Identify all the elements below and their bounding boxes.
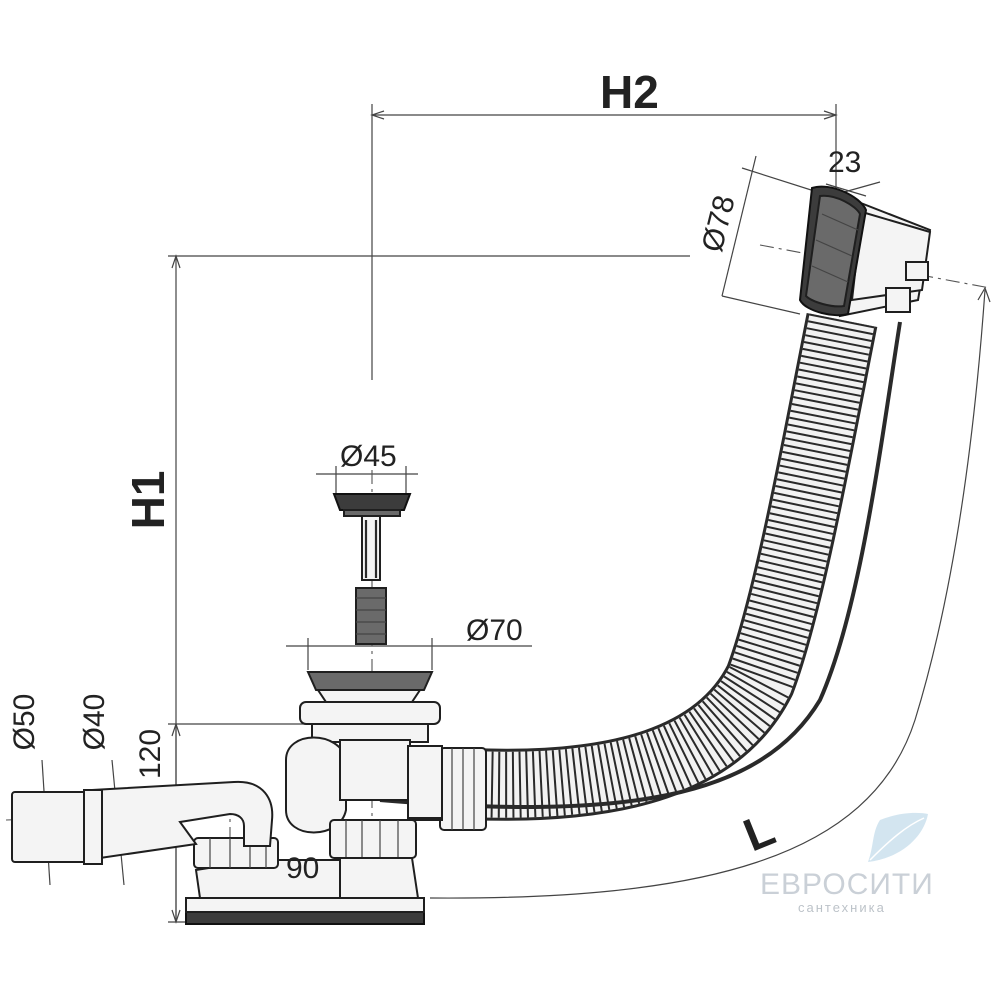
overflow-head (798, 185, 932, 318)
label-h2: H2 (600, 66, 659, 118)
label-w23: 23 (828, 146, 861, 179)
corrugated-hose (379, 312, 902, 821)
label-d40: Ø40 (78, 694, 111, 751)
label-d45: Ø45 (340, 440, 397, 473)
label-w90: 90 (286, 852, 319, 885)
label-l: L (736, 803, 782, 862)
outlet-elbow (11, 780, 274, 865)
watermark-sub: сантехника (798, 900, 886, 915)
watermark-brand: ЕВРОСИТИ (760, 868, 934, 901)
label-h120: 120 (134, 729, 167, 779)
dimension-labels: H2 H1 Ø78 23 Ø45 Ø70 Ø50 Ø40 120 90 L (8, 66, 861, 885)
watermark: ЕВРОСИТИ сантехника (760, 812, 934, 915)
label-d70: Ø70 (466, 614, 523, 647)
label-d50: Ø50 (8, 694, 41, 751)
plug-assembly (332, 493, 412, 645)
leaf-icon (868, 812, 928, 862)
label-h1: H1 (122, 471, 174, 530)
